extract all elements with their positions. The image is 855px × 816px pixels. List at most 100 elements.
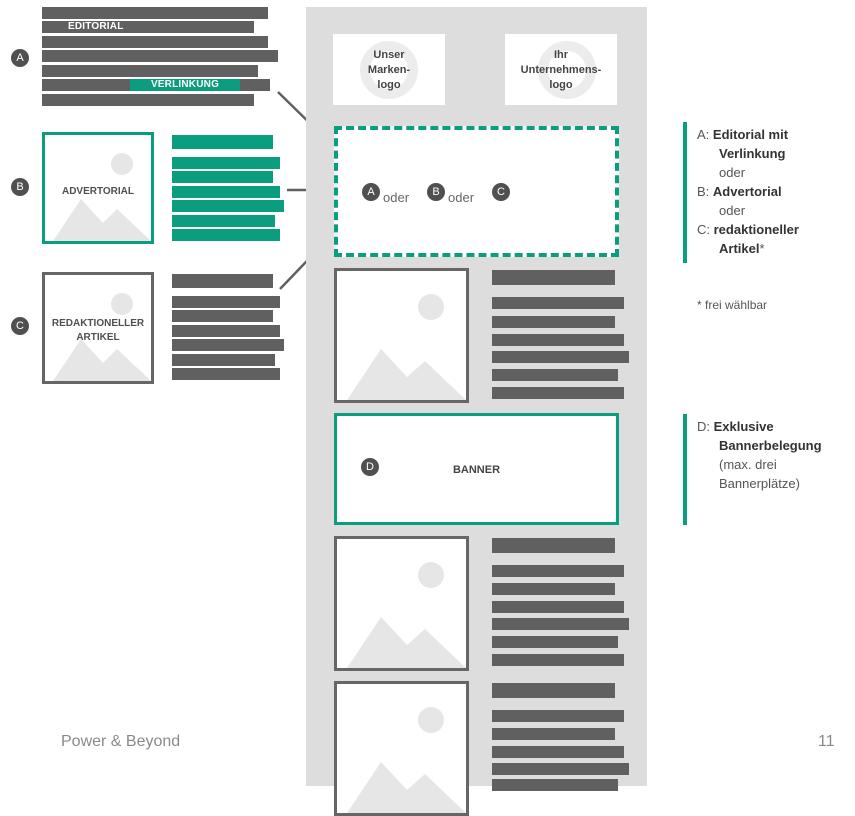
image-placeholder-icon [347,294,466,400]
legend-a-line1: Editorial mit [712,127,789,142]
text-line [172,171,273,183]
text-line [492,538,615,553]
footer-brand: Power & Beyond [61,733,181,750]
text-line [492,387,624,399]
marker-c: C [11,317,29,335]
legend-c-line1: redaktioneller [713,222,799,237]
legend-d-line3: (max. drei [719,457,777,472]
text-line [492,763,629,775]
article-image [334,268,469,403]
text-line [240,79,270,91]
content-slot-abc: A oder B oder C [334,126,619,257]
marker-a: A [11,49,29,67]
logo-watermark-icon [538,41,596,99]
banner-label: BANNER [452,464,501,476]
text-line [492,728,615,740]
or-text: oder [448,190,475,205]
company-logo-line1: Ihr [553,49,569,61]
brand-logo-box: Unser Marken- logo [333,34,445,105]
text-line [172,325,280,337]
company-logo-line2: Unternehmens- [520,64,602,76]
legend-or-2: oder [719,203,746,218]
text-line [42,50,278,62]
article-label-line2: ARTIKEL [76,332,120,343]
legend-c-line2: Artikel [719,241,760,256]
text-line [492,683,615,698]
legend-b-prefix: B: [697,184,710,199]
text-line [172,354,275,366]
text-line [492,316,615,328]
text-line [492,334,624,346]
company-logo-box: Ihr Unternehmens- logo [505,34,617,105]
text-line [42,65,258,77]
company-logo-line3: logo [549,79,573,91]
text-line [42,94,254,106]
legend-a-line2: Verlinkung [719,146,786,161]
text-line [492,746,624,758]
legend-d-line1: Exklusive [713,419,774,434]
link-label: VERLINKUNG [150,79,220,90]
slot-marker-c: C [492,183,510,201]
text-line [42,21,254,33]
text-line [172,215,275,227]
text-line [492,779,618,791]
legend-accent-line [683,122,687,263]
text-line [42,36,268,48]
text-line [492,601,624,613]
brand-logo-line2: Marken- [367,64,411,76]
text-line [492,351,629,363]
text-line [492,270,615,285]
text-line [172,229,280,241]
text-line [172,200,284,212]
legend-abc: A: Editorial mit Verlinkung oder B: Adve… [697,125,852,258]
advertorial-image-box: ADVERTORIAL [42,132,154,244]
article-image-box: REDAKTIONELLER ARTIKEL [42,272,154,384]
text-line [172,368,280,380]
legend-c-star: * [759,241,765,256]
article-image [334,681,469,816]
text-line [492,369,618,381]
text-line [492,618,629,630]
or-text: oder [383,190,410,205]
text-line [42,7,268,19]
image-placeholder-icon [53,293,151,381]
image-placeholder-icon [347,707,466,813]
legend-c-prefix: C: [697,222,710,237]
logo-watermark-icon [360,41,418,99]
legend-d: D: Exklusive Bannerbelegung (max. drei B… [697,417,852,493]
link-highlight [130,79,240,91]
text-line [172,274,273,288]
slot-marker-b: B [427,183,445,201]
legend-a-prefix: A: [697,127,710,142]
legend-d-prefix: D: [697,419,710,434]
marker-b: B [11,178,29,196]
legend-footnote: * frei wählbar [697,298,768,312]
text-line [492,297,624,309]
brand-logo-line1: Unser [373,49,405,61]
brand-logo-line3: logo [377,79,401,91]
legend-b-text: Advertorial [712,184,782,199]
article-image [334,536,469,671]
text-line [492,710,624,722]
page-number: 11 [818,733,835,750]
text-line [172,186,280,198]
marker-d: D [361,458,379,476]
text-line [172,339,284,351]
text-line [172,157,280,169]
text-line [492,583,615,595]
advertorial-label: ADVERTORIAL [61,186,135,197]
legend-accent-line [683,414,687,525]
image-placeholder-icon [347,562,466,668]
editorial-label: EDITORIAL [68,21,124,32]
slot-marker-a: A [362,183,380,201]
page-mockup: Unser Marken- logo Ihr Unternehmens- log… [306,7,647,816]
article-label-line1: REDAKTIONELLER [51,318,145,329]
text-line [42,79,130,91]
text-line [172,310,273,322]
legend-d-line4: Bannerplätze) [719,476,800,491]
banner-slot: D BANNER [334,413,619,525]
text-line [492,565,624,577]
text-line [172,135,273,149]
image-placeholder-icon [53,153,151,241]
legend-d-line2: Bannerbelegung [719,438,822,453]
